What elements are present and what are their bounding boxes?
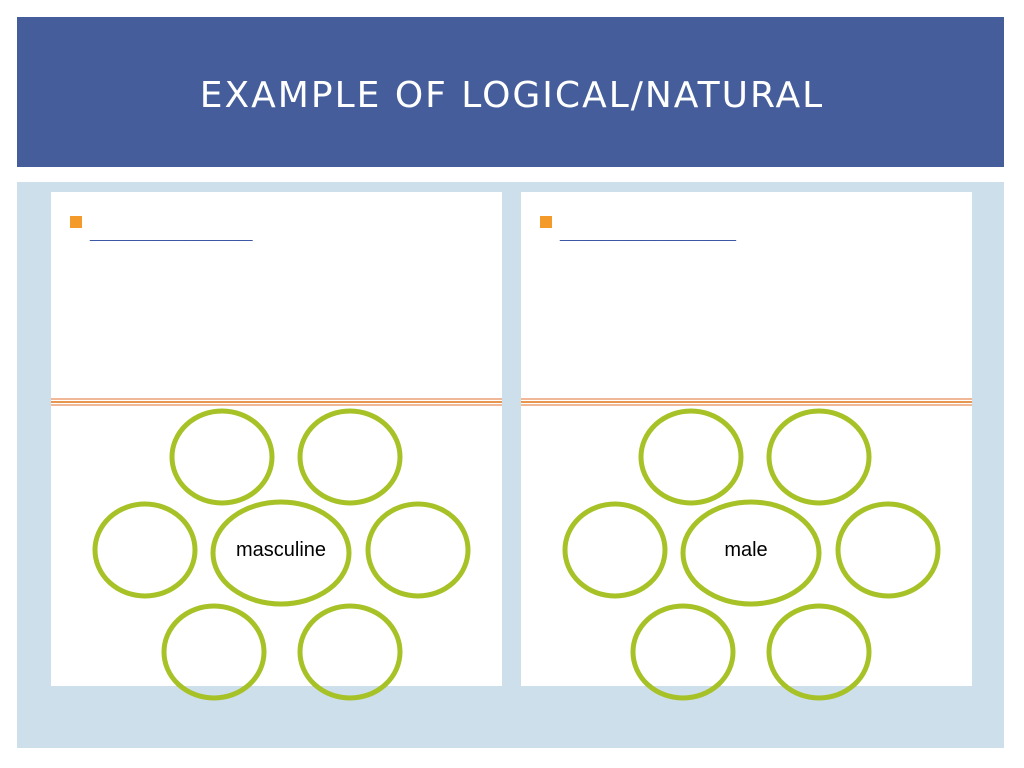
web-circle-bottom-left <box>161 603 267 701</box>
web-circle-middle-right <box>365 501 471 599</box>
web-circle-top-right <box>297 408 403 506</box>
web-circle-middle-left <box>562 501 668 599</box>
word-web-graphic <box>562 408 941 701</box>
web-circle-middle-right <box>835 501 941 599</box>
center-word: male <box>724 539 768 561</box>
slide-title: EXAMPLE OF LOGICAL/NATURAL <box>199 75 825 116</box>
web-circle-top-left <box>638 408 744 506</box>
web-circle-top-left <box>169 408 275 506</box>
fill-in-blank: ____________ <box>90 214 253 244</box>
right-panel: _____________ male <box>521 192 972 701</box>
panel-divider <box>521 398 972 406</box>
title-bar <box>17 17 1004 167</box>
web-circle-bottom-left <box>630 603 736 701</box>
word-web: male <box>521 192 972 701</box>
bullet-square-icon <box>540 216 552 228</box>
bullet-square-icon <box>70 216 82 228</box>
web-circle-bottom-right <box>766 603 872 701</box>
web-circle-bottom-right <box>297 603 403 701</box>
left-panel: ____________ masculine <box>51 192 502 701</box>
web-circle-top-right <box>766 408 872 506</box>
fill-in-blank: _____________ <box>560 214 736 244</box>
web-circle-middle-left <box>92 501 198 599</box>
web-circle-center <box>210 499 352 607</box>
center-word: masculine <box>235 539 327 561</box>
web-circle-center <box>680 499 822 607</box>
word-web: masculine <box>51 192 502 701</box>
word-web-graphic <box>92 408 471 701</box>
panel-divider <box>51 398 502 406</box>
